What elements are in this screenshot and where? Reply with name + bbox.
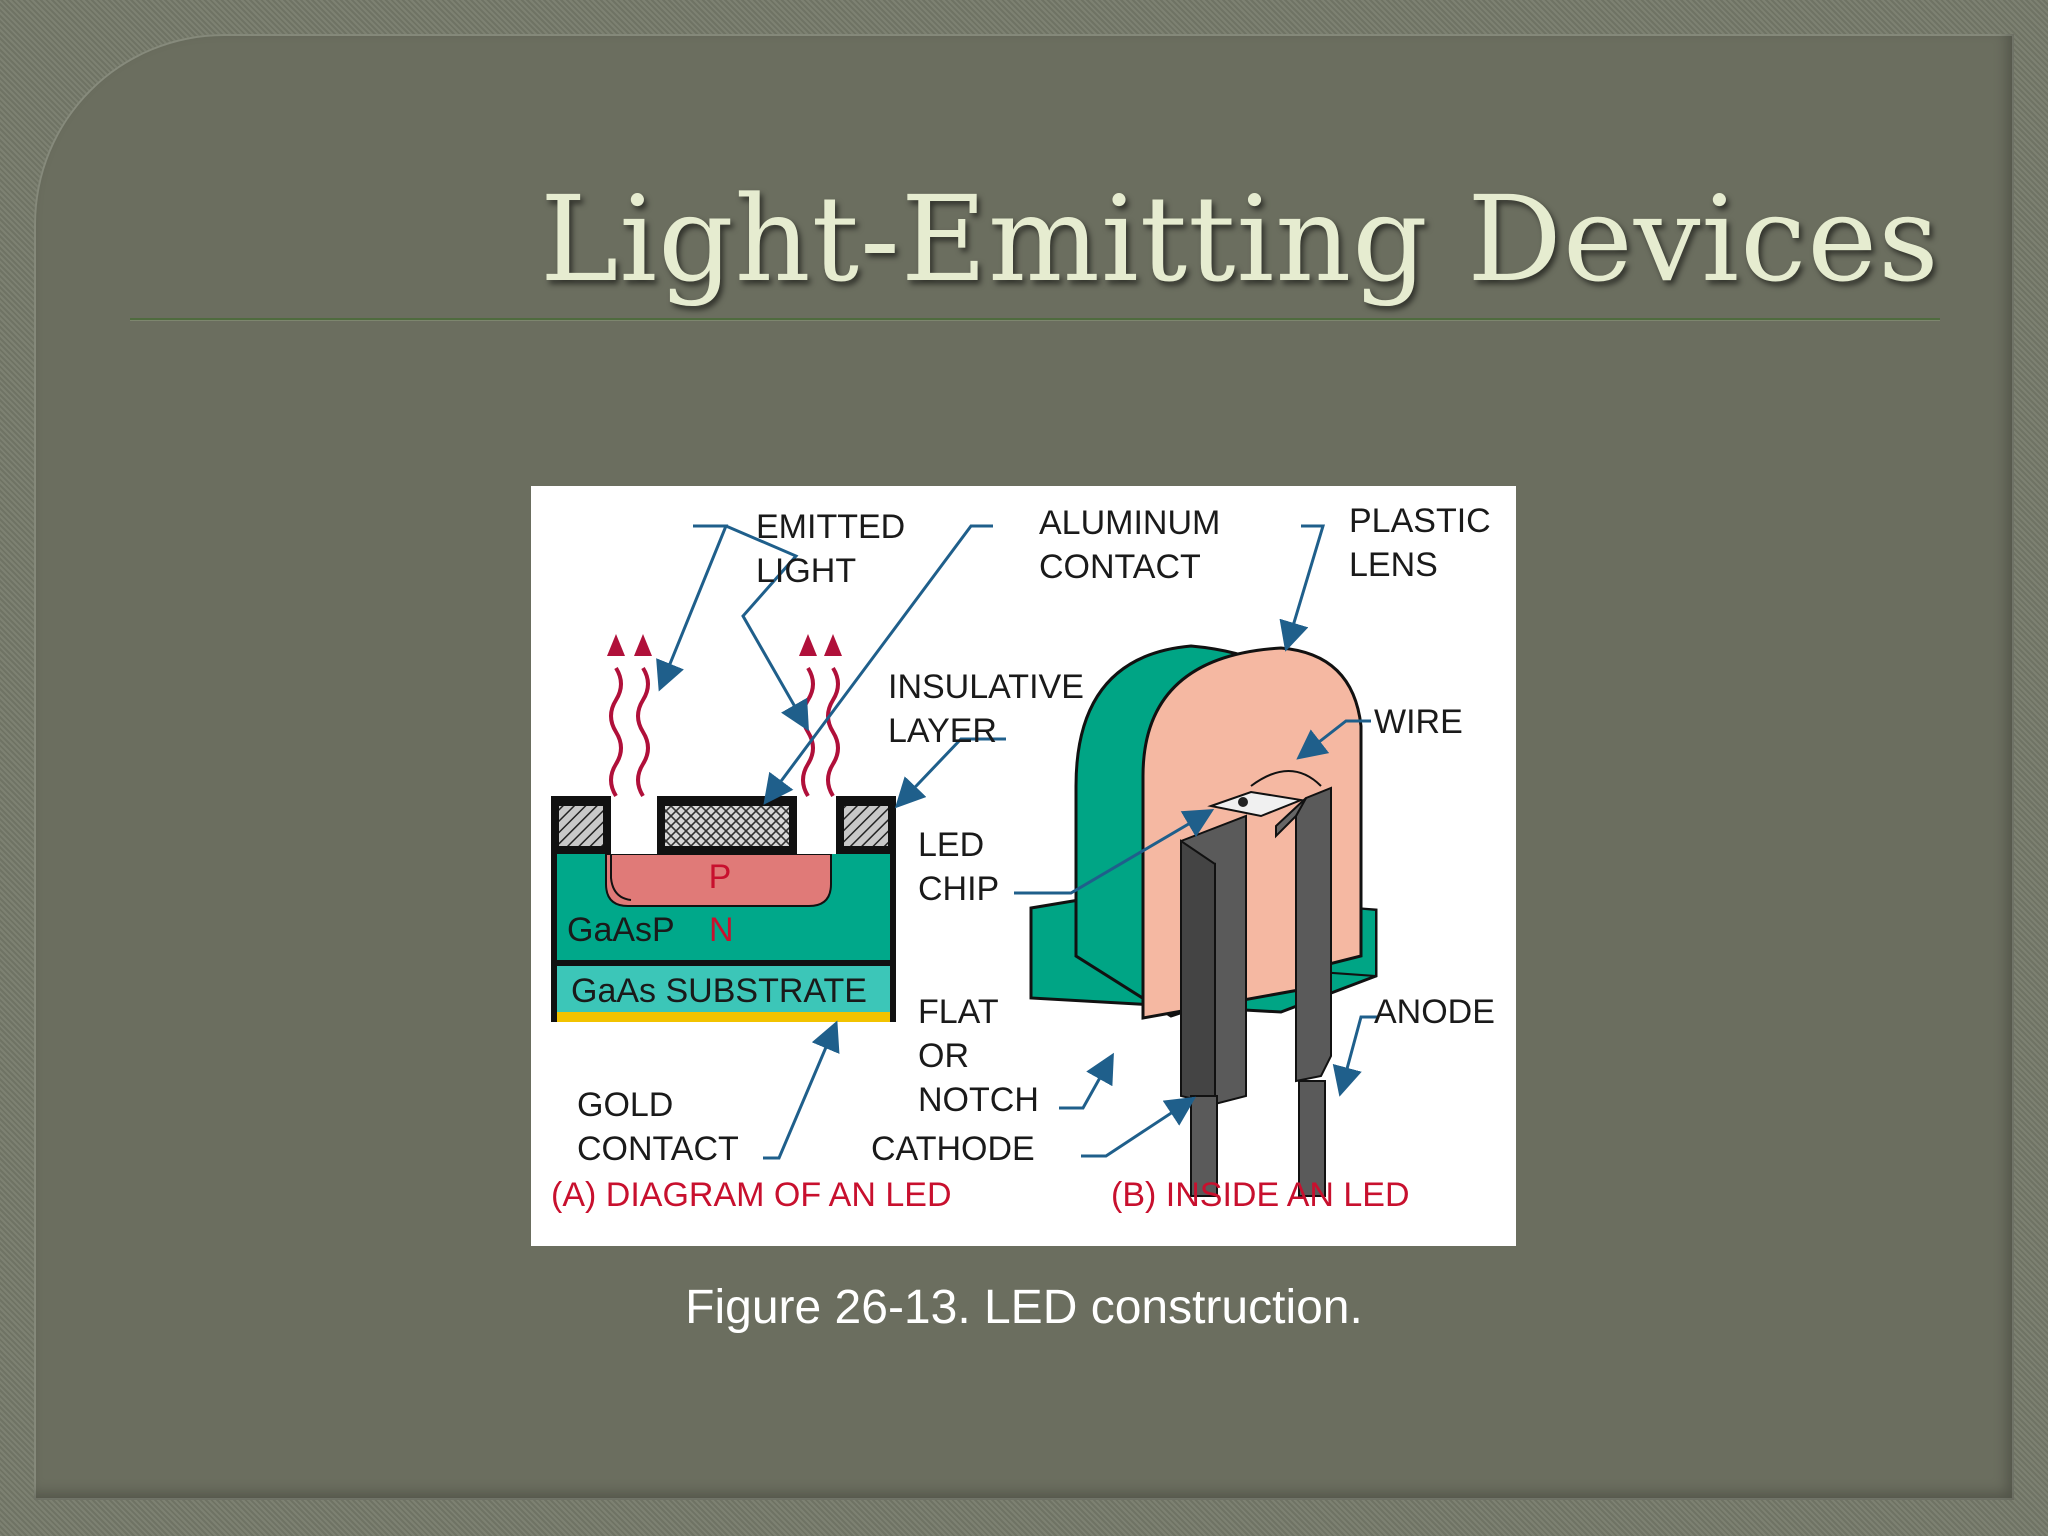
light-wave-4 [826,666,840,798]
insulative-hatch-left [559,806,603,846]
label-lens: LENS [1349,546,1438,584]
gold-contact-layer [551,1012,896,1022]
aluminum-contact-pattern [665,806,789,846]
leader-lines [656,524,1378,1160]
led-cross-section: P GaAsP N GaAs SUBSTRATE [551,634,896,1022]
label-aluminum-contact: CONTACT [1039,548,1201,586]
light-wave-3 [801,666,815,798]
label-layer: LAYER [888,712,997,750]
label-plastic: PLASTIC [1349,502,1491,540]
gaas-substrate [557,966,890,1012]
leader-wire [1296,719,1371,760]
label-cathode: CATHODE [871,1130,1035,1168]
window-right [797,786,836,854]
label-wire: WIRE [1374,703,1463,741]
leader-insulative-layer [894,737,1006,809]
p-region [605,853,832,907]
led-chip-body [1207,790,1305,818]
label-anode: ANODE [1374,993,1495,1031]
label-led: LED [918,826,984,864]
label-or: OR [918,1037,969,1075]
light-wave-2 [636,666,650,798]
n-region-label: N [709,911,734,949]
insulative-hatch-right [844,806,888,846]
label-gold: GOLD [577,1086,673,1124]
led-construction-figure: P GaAsP N GaAs SUBSTRATE [531,486,1516,1246]
label-chip: CHIP [918,870,999,908]
led-diagram-svg: P GaAsP N GaAs SUBSTRATE [551,502,1495,1214]
anode-post [1295,786,1332,1083]
leader-gold-contact [763,1020,840,1160]
leader-emitted-light-2 [725,524,809,732]
leader-flat-notch [1059,1052,1114,1110]
leader-led-chip [1014,808,1215,895]
label-gold-contact: CONTACT [577,1130,739,1168]
label-part-b: (B) INSIDE AN LED [1111,1176,1410,1214]
wire-loop [1250,770,1322,787]
emitted-light-waves [609,666,840,798]
label-notch: NOTCH [918,1081,1039,1119]
leader-anode [1332,1015,1378,1097]
anode-lead [1298,1080,1326,1197]
label-insulative: INSULATIVE [888,668,1084,706]
substrate-label: GaAs SUBSTRATE [571,972,867,1010]
label-flat: FLAT [918,993,999,1031]
label-light: LIGHT [756,552,856,590]
window-left [611,786,657,854]
label-part-a: (A) DIAGRAM OF AN LED [551,1176,952,1214]
label-aluminum: ALUMINUM [1039,504,1220,542]
leader-emitted-light-1 [656,524,729,692]
light-wave-1 [609,666,623,798]
leader-cathode [1081,1096,1197,1158]
led-chip-dot [1238,797,1248,807]
leader-aluminum-contact [763,524,993,805]
gaasp-label: GaAsP [567,911,675,949]
led-package-drawing [1029,644,1378,1197]
title-divider [130,318,1940,320]
label-emitted: EMITTED [756,508,905,546]
leader-plastic-lens [1279,524,1326,652]
slide-title: Light-Emitting Devices [540,170,1940,308]
figure-caption: Figure 26-13. LED construction. [685,1281,1363,1334]
light-arrowheads [607,634,842,656]
p-region-label: P [709,858,732,896]
